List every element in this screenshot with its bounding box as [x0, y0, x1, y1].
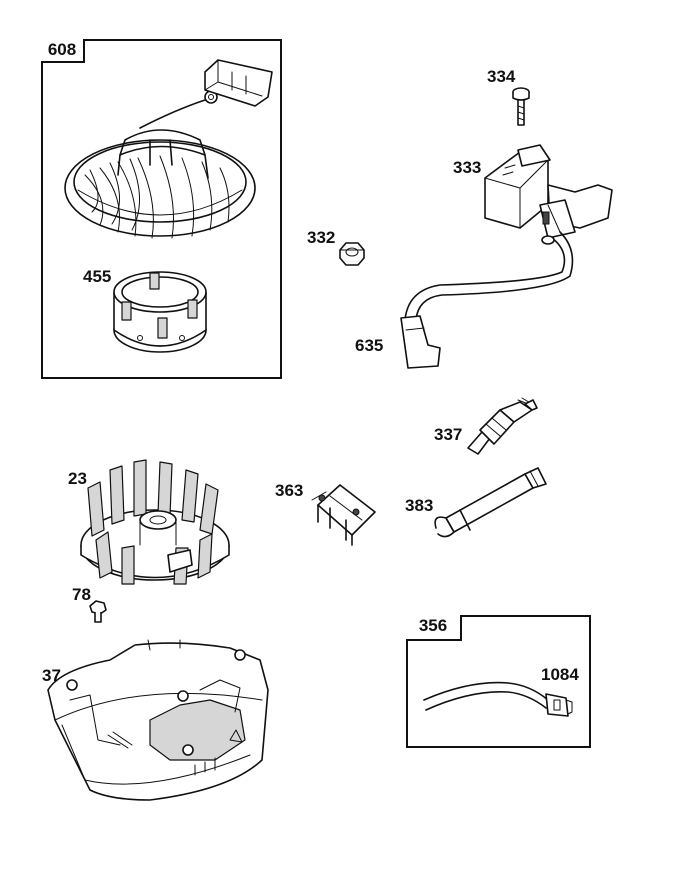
label-78: 78	[72, 585, 91, 604]
label-333: 333	[453, 158, 482, 177]
label-23: 23	[68, 469, 87, 488]
group-tag-356: 356	[406, 615, 462, 641]
spark-plug-wrench	[434, 467, 547, 538]
group-tag-608: 608	[41, 39, 85, 63]
group-box-608	[41, 39, 282, 379]
blower-housing	[47, 639, 269, 801]
bracket-363	[311, 484, 376, 546]
label-363: 363	[275, 481, 304, 500]
label-337: 337	[434, 425, 463, 444]
screw-334	[512, 87, 530, 126]
flywheel	[80, 459, 230, 585]
label-1084: 1084	[541, 665, 579, 684]
ignition-armature	[484, 144, 613, 239]
starter-cup	[113, 271, 207, 353]
label-37: 37	[42, 666, 61, 685]
spark-plug-lead	[400, 231, 574, 369]
label-635: 635	[355, 336, 384, 355]
spark-plug	[467, 397, 538, 455]
label-332: 332	[307, 228, 336, 247]
hex-nut	[339, 242, 365, 266]
starter-rope-handle	[139, 59, 273, 129]
label-334: 334	[487, 67, 516, 86]
wiring-harness	[423, 681, 573, 717]
label-383: 383	[405, 496, 434, 515]
recoil-starter-housing	[64, 129, 256, 239]
label-455: 455	[83, 267, 112, 286]
group-box-356	[406, 615, 591, 748]
bolt-78	[89, 600, 107, 623]
